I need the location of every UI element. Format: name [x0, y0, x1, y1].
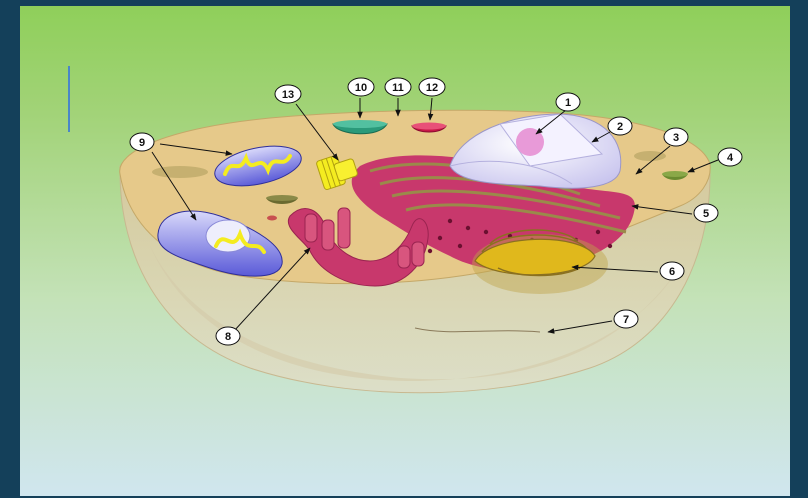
nucleolus	[516, 128, 544, 156]
svg-text:11: 11	[392, 82, 404, 94]
svg-text:7: 7	[623, 314, 629, 326]
callout-9: 9	[130, 133, 154, 151]
callout-5: 5	[694, 204, 718, 222]
peroxisome-rim	[662, 171, 688, 177]
cytoplasm-dark-patch	[634, 151, 666, 161]
small-vesicle-rim	[266, 195, 298, 201]
free-ribosome	[267, 216, 277, 221]
callout-1: 1	[556, 93, 580, 111]
lysosome-rim	[412, 123, 446, 130]
svg-text:12: 12	[426, 82, 438, 94]
callout-11: 11	[385, 78, 411, 96]
callout-3: 3	[664, 128, 688, 146]
svg-text:5: 5	[703, 208, 709, 220]
slide-canvas: 1 2 3 4 5 6 7 8 9 10 11 12 13	[20, 6, 790, 496]
callout-4: 4	[718, 148, 742, 166]
svg-text:1: 1	[565, 97, 571, 109]
svg-text:6: 6	[669, 266, 675, 278]
animal-cell-diagram: 1 2 3 4 5 6 7 8 9 10 11 12 13	[20, 6, 790, 496]
cytoplasm-dark-patch	[152, 166, 208, 178]
callout-13: 13	[275, 85, 301, 103]
svg-text:9: 9	[139, 137, 145, 149]
vacuole-rim	[333, 120, 387, 128]
svg-text:3: 3	[673, 132, 679, 144]
callout-7: 7	[614, 310, 638, 328]
callout-2: 2	[608, 117, 632, 135]
callout-10: 10	[348, 78, 374, 96]
callout-8: 8	[216, 327, 240, 345]
callout-12: 12	[419, 78, 445, 96]
svg-text:13: 13	[282, 89, 294, 101]
svg-text:2: 2	[617, 121, 623, 133]
callout-6: 6	[660, 262, 684, 280]
svg-text:8: 8	[225, 331, 231, 343]
svg-text:4: 4	[727, 152, 734, 164]
svg-text:10: 10	[355, 82, 367, 94]
